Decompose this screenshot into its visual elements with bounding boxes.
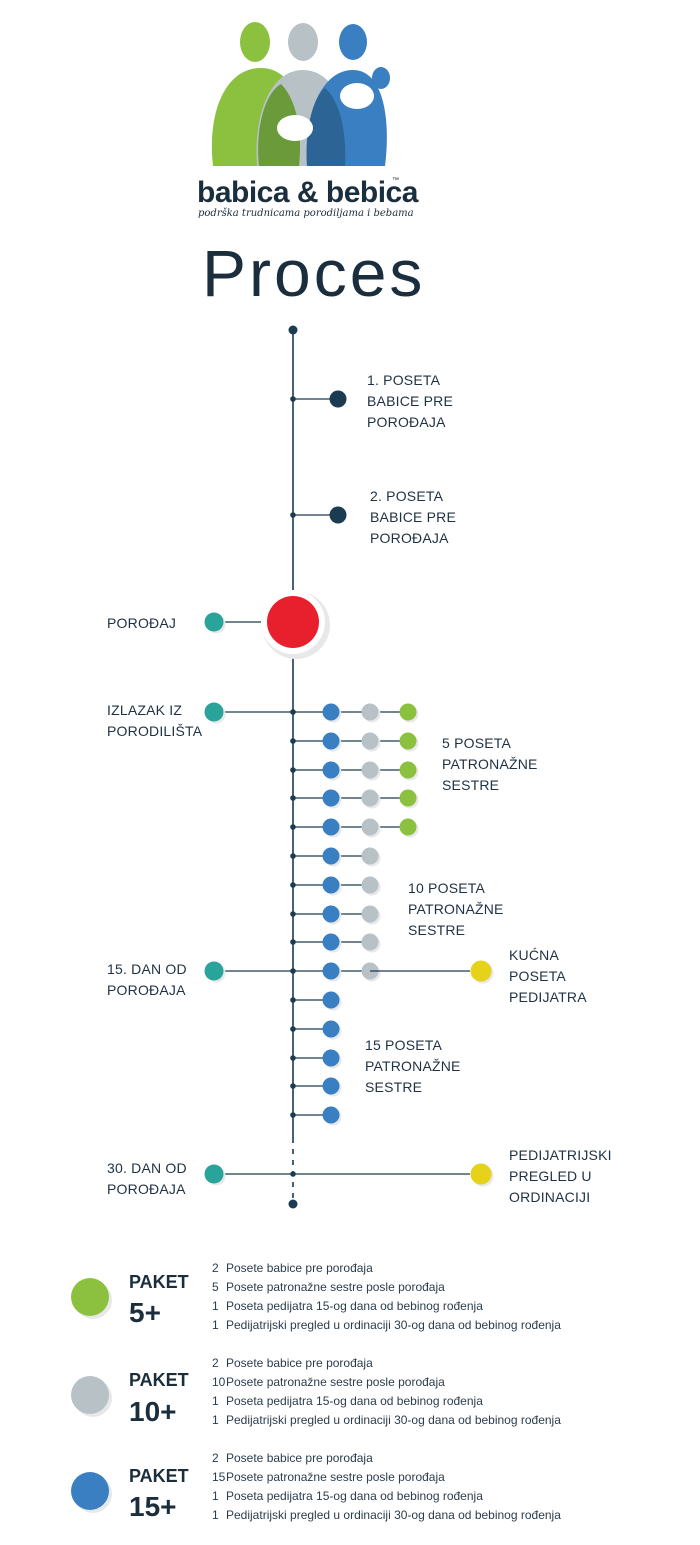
group-15-label: 15 POSETA PATRONAŽNE SESTRE	[365, 1037, 461, 1095]
timeline-end-dot	[288, 1199, 298, 1209]
nurse-visit-3-axis-dot	[290, 767, 296, 773]
nurse-visit-1-green-dot	[399, 703, 417, 721]
package-5-name: PAKET	[129, 1272, 189, 1292]
nurse-visit-7-axis-dot	[290, 882, 296, 888]
list-item: 15Posete patronažne sestre posle porođaj…	[212, 1470, 445, 1484]
brand-name: babica & bebica	[197, 176, 418, 209]
package-15-name: PAKET	[129, 1466, 189, 1486]
process-timeline	[204, 325, 494, 1209]
nurse-visit-1-blue-dot	[322, 703, 340, 721]
day-30-label: 30. DAN OD POROĐAJA	[107, 1160, 187, 1197]
page-title: Proces	[202, 236, 426, 310]
nurse-visit-12-blue-dot	[322, 1020, 340, 1038]
nurse-visit-4-blue-dot	[322, 789, 340, 807]
nurse-visit-1-grey-dot	[361, 703, 379, 721]
discharge-label: IZLAZAK IZ PORODILIŠTA	[107, 702, 203, 739]
nurse-visit-12-axis-dot	[290, 1026, 296, 1032]
visit-1-label: 1. POSETA BABICE PRE POROĐAJA	[367, 372, 454, 430]
nurse-visit-2-green-dot	[399, 732, 417, 750]
nurse-visit-4-grey-dot	[361, 789, 379, 807]
home-visit-dot	[470, 960, 492, 982]
day-30-teal-dot	[204, 1164, 224, 1184]
birth-label: POROĐAJ	[107, 615, 177, 631]
nurse-visit-5-axis-dot	[290, 824, 296, 830]
birth-circle	[267, 596, 319, 648]
birth-teal-dot	[204, 612, 224, 632]
nurse-visit-15-axis-dot	[290, 1112, 296, 1118]
list-item: 10Posete patronažne sestre posle porođaj…	[212, 1375, 445, 1389]
package-10-number: 10+	[129, 1396, 177, 1427]
nurse-visit-10-blue-dot	[322, 962, 340, 980]
nurse-visit-8-blue-dot	[322, 905, 340, 923]
nurse-visit-6-blue-dot	[322, 847, 340, 865]
nurse-visit-8-axis-dot	[290, 911, 296, 917]
day-15-label: 15. DAN OD POROĐAJA	[107, 961, 187, 998]
babica-bebica-logo	[211, 22, 390, 166]
family-figures-icon	[211, 22, 390, 166]
package-15-number: 15+	[129, 1491, 177, 1522]
clinic-exam-dot	[470, 1163, 492, 1185]
visit-2-axis-dot	[290, 512, 296, 518]
package-10-dot	[71, 1376, 109, 1414]
nurse-visit-11-blue-dot	[322, 991, 340, 1009]
day-15-teal-dot	[204, 961, 224, 981]
group-5-label: 5 POSETA PATRONAŽNE SESTRE	[442, 735, 538, 793]
nurse-visit-15-blue-dot	[322, 1106, 340, 1124]
package-5-number: 5+	[129, 1297, 161, 1328]
nurse-visit-7-blue-dot	[322, 876, 340, 894]
nurse-visit-2-grey-dot	[361, 732, 379, 750]
nurse-visit-8-grey-dot	[361, 905, 379, 923]
nurse-visit-3-blue-dot	[322, 761, 340, 779]
nurse-visit-6-axis-dot	[290, 853, 296, 859]
nurse-visit-5-green-dot	[399, 818, 417, 836]
nurse-visit-2-axis-dot	[290, 738, 296, 744]
nurse-visit-14-blue-dot	[322, 1077, 340, 1095]
group-10-label: 10 POSETA PATRONAŽNE SESTRE	[408, 880, 504, 938]
nurse-visit-9-blue-dot	[322, 933, 340, 951]
package-15-dot	[71, 1472, 109, 1510]
package-5-dot	[71, 1278, 109, 1316]
day-30-axis-dot	[290, 1171, 296, 1177]
nurse-visit-2-blue-dot	[322, 732, 340, 750]
visit-1-axis-dot	[290, 396, 296, 402]
discharge-teal-dot	[204, 702, 224, 722]
nurse-visit-9-axis-dot	[290, 939, 296, 945]
nurse-visit-5-blue-dot	[322, 818, 340, 836]
nurse-visit-3-green-dot	[399, 761, 417, 779]
nurse-visit-4-green-dot	[399, 789, 417, 807]
nurse-visit-13-blue-dot	[322, 1049, 340, 1067]
nurse-visit-14-axis-dot	[290, 1083, 296, 1089]
nurse-visit-11-axis-dot	[290, 997, 296, 1003]
nurse-visit-5-grey-dot	[361, 818, 379, 836]
visit-1-dot	[329, 390, 347, 408]
visit-2-dot	[329, 506, 347, 524]
nurse-visit-4-axis-dot	[290, 795, 296, 801]
timeline-start-dot	[288, 325, 298, 335]
home-visit-label: KUĆNA POSETA PEDIJATRA	[509, 947, 587, 1005]
nurse-visit-7-grey-dot	[361, 876, 379, 894]
nurse-visit-3-grey-dot	[361, 761, 379, 779]
clinic-exam-label: PEDIJATRIJSKI PREGLED U ORDINACIJI	[509, 1147, 612, 1205]
nurse-visit-9-grey-dot	[361, 933, 379, 951]
nurse-visit-13-axis-dot	[290, 1055, 296, 1061]
nurse-visit-6-grey-dot	[361, 847, 379, 865]
trademark: ™	[392, 177, 399, 184]
brand-tagline: podrška trudnicama porodiljama i bebama	[198, 208, 414, 219]
visit-2-label: 2. POSETA BABICE PRE POROĐAJA	[370, 488, 457, 546]
package-10-name: PAKET	[129, 1370, 189, 1390]
